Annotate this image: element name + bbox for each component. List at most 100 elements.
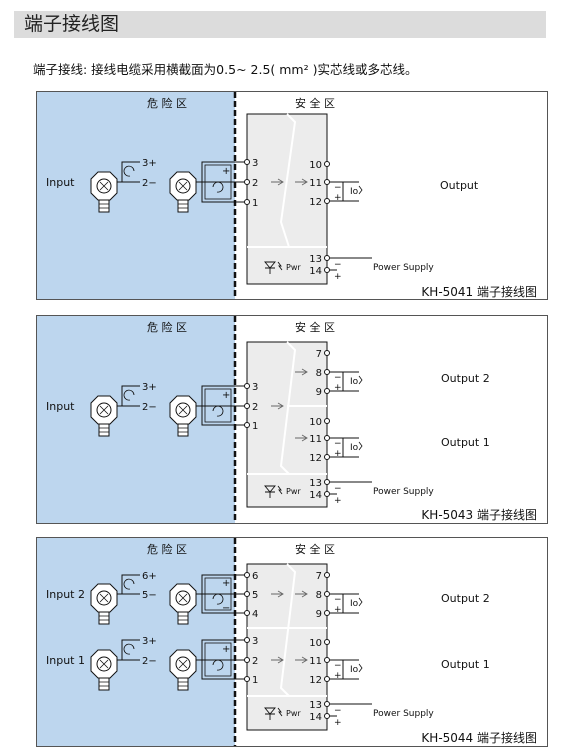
isolator-module [246, 113, 328, 285]
wire [196, 639, 244, 680]
wire [330, 703, 372, 717]
current-label: Io [350, 443, 359, 453]
terminal-label: 2 [252, 178, 258, 189]
diagram-kh5044-svg: 危 险 区 安 全 区 6 5 4 3 2 1 7 8 9 10 11 12 1… [37, 538, 537, 746]
wire [330, 481, 372, 495]
minus-sign: − [334, 706, 342, 716]
safe-zone-label: 安 全 区 [295, 542, 335, 556]
terminal-label: 2 [252, 656, 258, 667]
minus-sign: − [334, 484, 342, 494]
plus-sign: + [222, 578, 230, 589]
plus-sign: + [222, 644, 230, 655]
wire [330, 257, 372, 271]
sensor-icon [169, 583, 197, 625]
wire [117, 385, 140, 407]
terminal-label: 3 [252, 382, 258, 393]
terminal-label: 14 [309, 266, 322, 277]
signal-arrow-icon [271, 590, 284, 598]
isolation-line [279, 341, 297, 475]
current-label: Io [350, 377, 359, 387]
current-arrow-icon [358, 597, 363, 607]
wire [330, 437, 359, 458]
minus-sign: − [334, 661, 342, 671]
sensor-icon [169, 395, 197, 437]
output-label: Output 2 [441, 592, 490, 605]
terminal-label: 12 [309, 197, 322, 208]
output-label: Output 2 [441, 372, 490, 385]
terminal-label: 4 [252, 609, 258, 620]
terminal-label: 2 [252, 402, 258, 413]
safe-zone-label: 安 全 区 [295, 96, 335, 110]
terminal-label: 13 [309, 254, 322, 265]
terminal-label: 8 [316, 368, 322, 379]
terminal-label: 12 [309, 675, 322, 686]
plus-sign: + [334, 671, 342, 681]
signal-arrow-icon [271, 178, 284, 186]
wire [330, 659, 359, 680]
wire [196, 385, 244, 426]
input-label: Input [46, 400, 75, 413]
current-arrow-icon [358, 185, 363, 195]
sensor-terminal-label: 2− [142, 178, 157, 189]
danger-zone-label: 危 险 区 [147, 542, 187, 556]
input-label: Input 1 [46, 654, 85, 667]
terminal-label: 3 [252, 636, 258, 647]
plus-sign: + [222, 390, 230, 401]
terminal-label: 10 [309, 417, 322, 428]
current-arrow-icon [358, 441, 363, 451]
plus-sign: + [334, 449, 342, 459]
isolation-line [279, 113, 297, 248]
diode-icon [264, 707, 283, 720]
terminal-label: 13 [309, 478, 322, 489]
current-arrow-icon [358, 375, 363, 385]
signal-arrow-icon [295, 178, 308, 186]
page-header: 端子接线图 [14, 11, 546, 38]
wire [330, 181, 359, 202]
terminal-label: 11 [309, 434, 322, 445]
sensor-icon [90, 395, 118, 437]
terminal-label: 11 [309, 656, 322, 667]
diagram-kh5041: 危 险 区 安 全 区 3 2 1 10 11 12 13 14 Pwr [36, 91, 548, 300]
terminal-label: 11 [309, 178, 322, 189]
wire [196, 574, 244, 614]
terminal-label: 1 [252, 198, 258, 209]
output-label: Output 1 [441, 436, 490, 449]
plus-sign: + [334, 605, 342, 615]
minus-sign: − [334, 595, 342, 605]
terminal-label: 7 [316, 571, 322, 582]
sensor-terminal-label: 3+ [142, 636, 157, 647]
wire [117, 574, 140, 595]
isolation-line [279, 563, 297, 697]
pwr-label: Pwr [286, 709, 301, 718]
wire [117, 161, 140, 183]
sensor-icon [90, 649, 118, 691]
sensor-terminal-label: 6+ [142, 571, 157, 582]
terminal-label: 5 [252, 590, 258, 601]
pwr-label: Pwr [286, 263, 301, 272]
model-caption: KH-5043 端子接线图 [421, 507, 537, 522]
minus-sign: − [334, 439, 342, 449]
plus-sign: + [334, 496, 342, 506]
danger-zone [37, 538, 235, 746]
power-supply-label: Power Supply [373, 263, 434, 273]
terminal-label: 3 [252, 158, 258, 169]
plus-sign: + [334, 718, 342, 728]
terminal-label: 14 [309, 712, 322, 723]
isolator-module [246, 563, 328, 731]
diagram-kh5041-svg: 危 险 区 安 全 区 3 2 1 10 11 12 13 14 Pwr [37, 92, 537, 299]
sensor-terminal-label: 2− [142, 402, 157, 413]
output-label: Output [440, 179, 479, 192]
signal-arrow-icon [295, 434, 308, 442]
wire [330, 371, 359, 392]
danger-zone-label: 危 险 区 [147, 96, 187, 110]
sensor-terminal-label: 5− [142, 590, 157, 601]
terminal-label: 7 [316, 349, 322, 360]
model-caption: KH-5041 端子接线图 [421, 284, 537, 299]
pwr-label: Pwr [286, 487, 301, 496]
sensor-terminal-label: 2− [142, 656, 157, 667]
plus-sign: + [222, 166, 230, 177]
model-caption: KH-5044 端子接线图 [421, 730, 537, 745]
output-label: Output 1 [441, 658, 490, 671]
terminal-label: 14 [309, 490, 322, 501]
plus-sign: + [334, 193, 342, 203]
